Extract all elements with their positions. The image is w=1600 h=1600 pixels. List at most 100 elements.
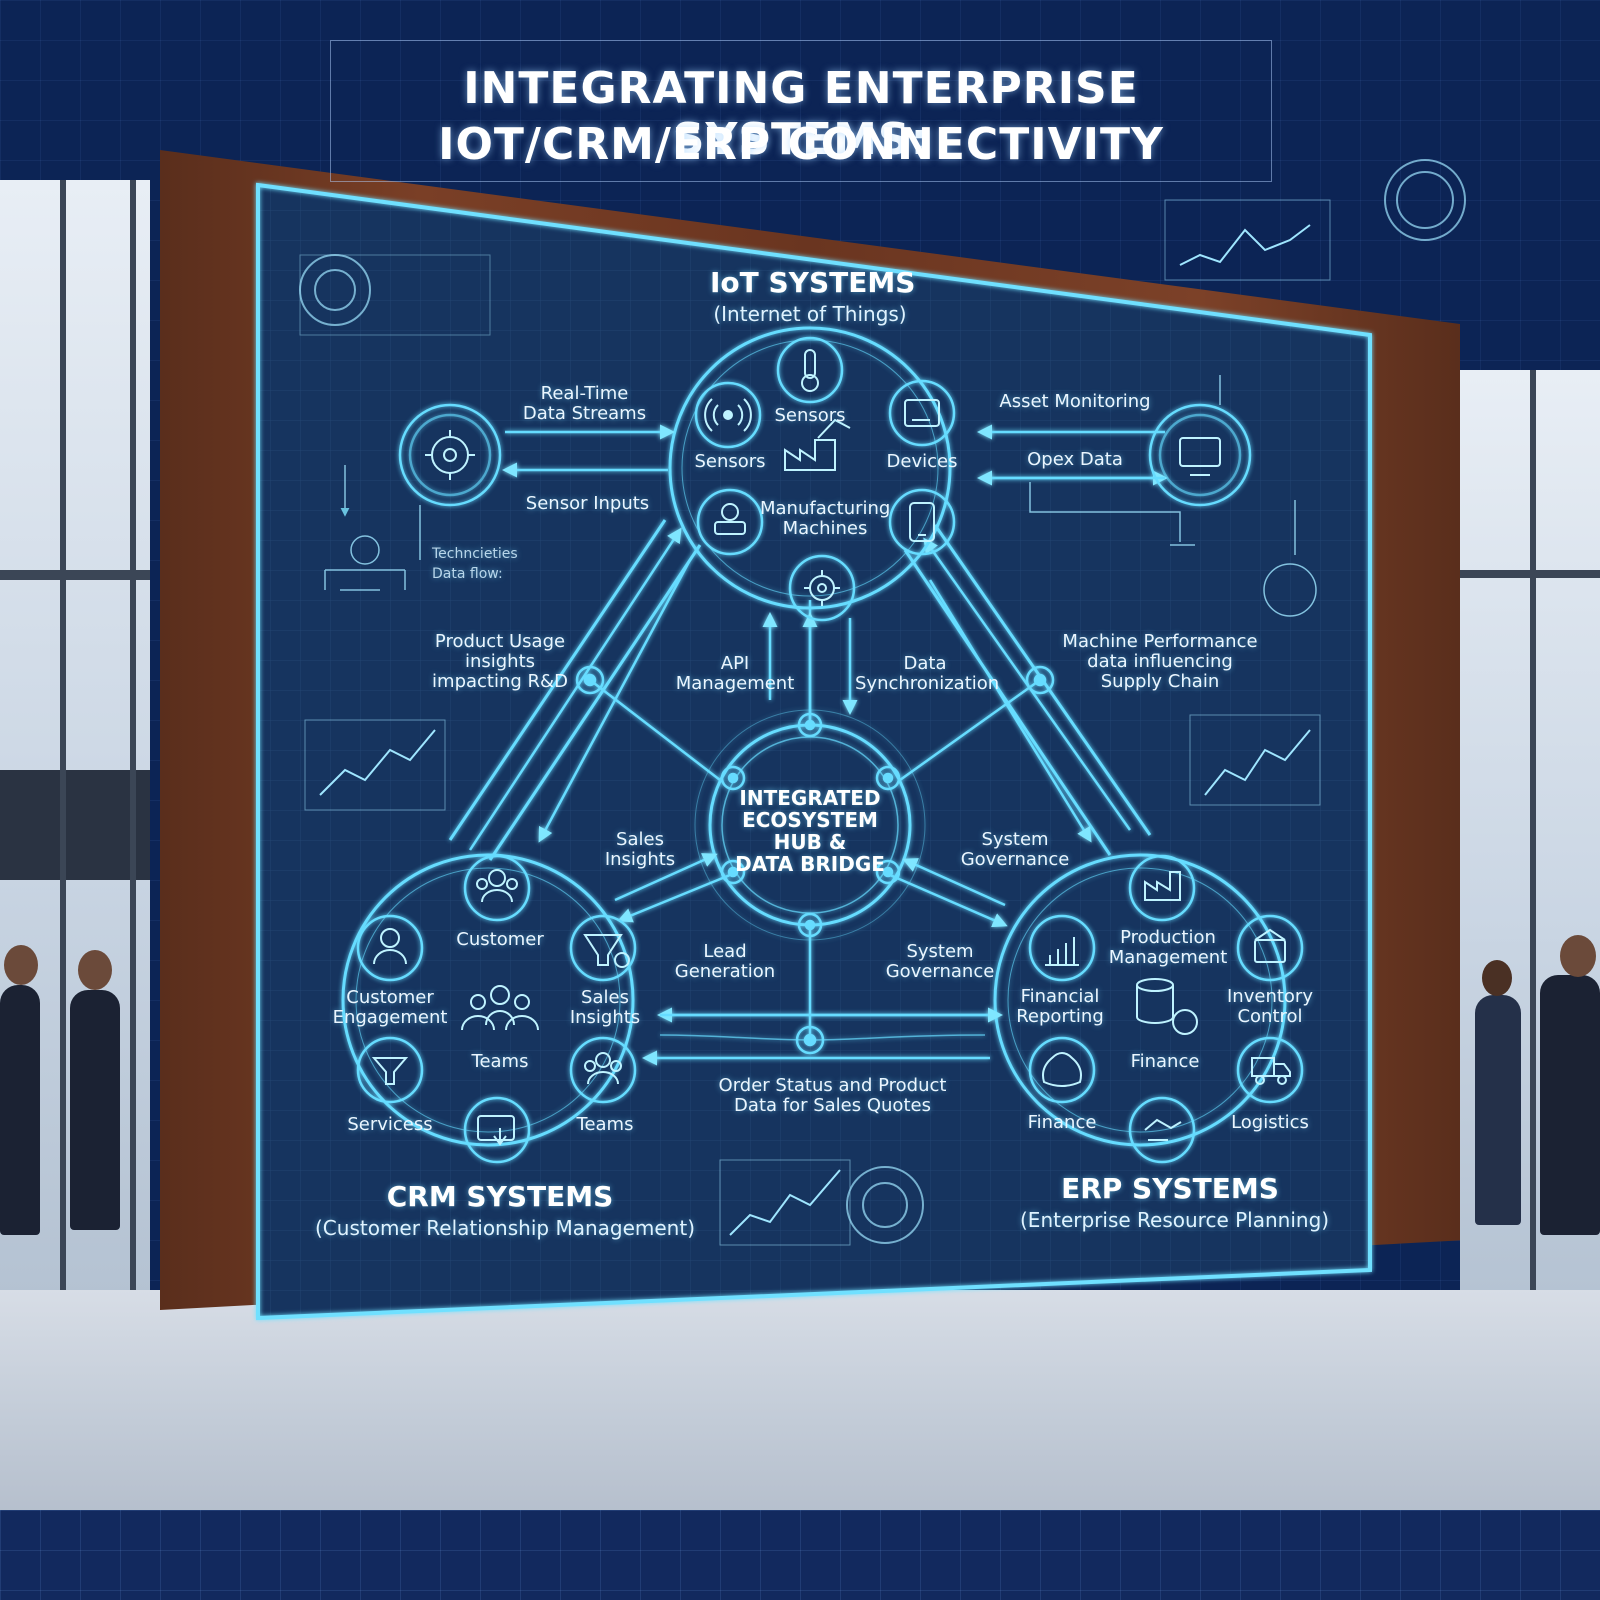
iot-sensors-left-label: Sensors [694, 451, 766, 472]
thermometer-icon [801, 349, 819, 392]
erp-node-chart [1028, 914, 1096, 982]
handshake-icon [1144, 1118, 1182, 1141]
iot-heading: IoT SYSTEMS [710, 266, 916, 299]
monitor-icon [1179, 437, 1221, 476]
crm-node-sales [569, 914, 637, 982]
person-icon [373, 928, 407, 965]
person-right-2 [1540, 975, 1600, 1235]
hub-connectors [589, 600, 1041, 1045]
line-chart-icon [299, 159, 1466, 1246]
title-line-1: INTEGRATING ENTERPRISE SYSTEMS: [463, 63, 1139, 165]
erp-node-package [1236, 914, 1304, 982]
flow-order-status-label: Order Status and Product Data for Sales … [718, 1075, 947, 1116]
title-box: INTEGRATING ENTERPRISE SYSTEMS: IOT/CRM/… [330, 40, 1272, 182]
erp-node-moneybag [1028, 1036, 1096, 1104]
antenna-icon [704, 398, 752, 432]
erp-node-truck [1236, 1036, 1304, 1104]
robot-arm-icon [714, 503, 746, 535]
flow-sensor-inputs-label: Sensor Inputs [525, 493, 650, 514]
right-monitor-node [1148, 403, 1252, 507]
group-icon [461, 985, 539, 1031]
crm-engagement-label: Customer Engagement [332, 987, 448, 1028]
erp-subheading: (Enterprise Resource Planning) [1020, 1208, 1330, 1232]
database-coin-icon [1136, 978, 1198, 1035]
crm-node-teams [569, 1036, 637, 1104]
crm-node-services [356, 1036, 424, 1104]
iot-node-robot [696, 488, 764, 556]
flow-lead-gen-label: Lead Generation [674, 941, 776, 982]
funnel-icon [583, 934, 630, 968]
left-gear-node [398, 403, 502, 507]
crm-heading: CRM SYSTEMS [386, 1180, 614, 1213]
crm-services-label: Servicess [347, 1114, 433, 1135]
factory-icon [1144, 871, 1181, 901]
schematic-left [324, 465, 421, 591]
flow-api-label: API Management [675, 653, 795, 694]
erp-finance-center-label: Finance [1130, 1051, 1200, 1072]
flow-asset-label: Asset Monitoring [999, 391, 1151, 412]
crm-teams-label: Teams [576, 1114, 634, 1135]
people-icon [476, 869, 518, 903]
crm-sales-label: Sales Insights [569, 987, 641, 1028]
title-line-2: IOT/CRM/ERP CONNECTIVITY [438, 119, 1164, 170]
truck-icon [1251, 1057, 1291, 1085]
hub-line-3: HUB & [773, 830, 847, 854]
flow-data-sync-label: Data Synchronization [855, 653, 1000, 694]
devices-icon [904, 399, 940, 427]
person-left-1 [0, 985, 40, 1235]
gear-icon [425, 430, 475, 480]
schematic-right [1029, 375, 1317, 617]
touch-screen-icon [477, 1115, 515, 1146]
flow-sales-insights-label: Sales Insights [604, 829, 676, 870]
hub-line-2: ECOSYSTEM [742, 808, 878, 832]
factory-robot-icon [784, 418, 851, 471]
crm-node-customer [463, 854, 531, 922]
iot-node-sensors-left [694, 381, 762, 449]
iot-node-devices [888, 379, 956, 447]
hub-line-4: DATA BRIDGE [735, 852, 885, 876]
flow-system-gov-lower-label: System Governance [885, 941, 995, 982]
money-bag-icon [1042, 1052, 1082, 1087]
blueprint-strip [0, 1510, 1600, 1600]
gear-icon [804, 570, 840, 606]
hub-line-1: INTEGRATED [739, 786, 881, 810]
erp-node-handshake [1128, 1096, 1196, 1164]
erp-finance-label: Finance [1027, 1112, 1097, 1133]
flow-machine-perf-label: Machine Performance data influencing Sup… [1062, 631, 1258, 692]
crm-customer-label: Customer [456, 929, 544, 950]
package-icon [1254, 928, 1286, 963]
iot-devices-label: Devices [886, 451, 958, 472]
erp-inventory-label: Inventory Control [1227, 986, 1313, 1027]
iot-side-arrows [502, 424, 1168, 486]
flow-data-flow-label: Data flow: [432, 566, 503, 582]
crm-teams-center-label: Teams [471, 1051, 529, 1072]
crm-node-touch [463, 1096, 531, 1164]
flow-realtime-label: Real-Time Data Streams [522, 383, 647, 424]
iot-node-phone [888, 488, 956, 556]
team-icon [584, 1052, 622, 1085]
crm-node-engagement [356, 914, 424, 982]
erp-financial-label: Financial Reporting [1016, 986, 1104, 1027]
crm-subheading: (Customer Relationship Management) [315, 1216, 695, 1240]
smartphone-icon [909, 502, 935, 542]
crm-ring [341, 853, 635, 1147]
iot-node-gear [788, 554, 856, 622]
bar-chart-icon [1045, 937, 1079, 966]
person-right-1 [1475, 995, 1521, 1225]
filter-icon [371, 1057, 409, 1085]
iot-node-sensors-top [776, 336, 844, 404]
erp-production-label: Production Management [1108, 927, 1228, 968]
erp-node-factory [1128, 854, 1196, 922]
iot-sensors-top-label: Sensors [774, 405, 846, 426]
flow-opex-label: Opex Data [1027, 449, 1123, 470]
junction-nodes [575, 665, 1055, 1055]
person-left-2 [70, 990, 120, 1230]
flow-system-gov-upper-label: System Governance [960, 829, 1070, 870]
iot-subheading: (Internet of Things) [713, 302, 907, 326]
iot-machines-label: Manufacturing Machines [760, 498, 891, 539]
erp-logistics-label: Logistics [1231, 1112, 1309, 1133]
flow-product-usage-label: Product Usage insights impacting R&D [432, 631, 568, 692]
flow-technologies-label: Techncieties [432, 546, 518, 562]
